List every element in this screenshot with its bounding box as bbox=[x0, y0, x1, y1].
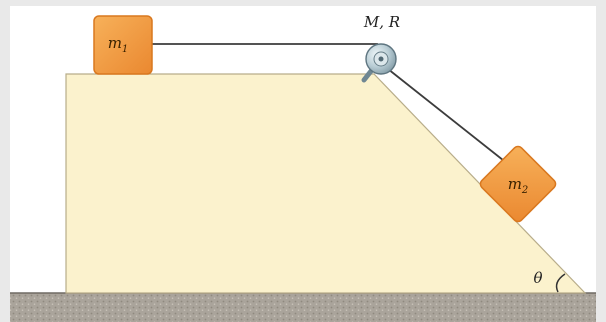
angle-arc bbox=[555, 273, 566, 293]
block-m1-label: m bbox=[108, 34, 122, 52]
block-m1: m1 bbox=[93, 15, 153, 75]
block-m2: m2 bbox=[479, 145, 557, 223]
svg-text:m2: m2 bbox=[508, 175, 529, 196]
pulley-label: M, R bbox=[363, 13, 400, 31]
block-m2-label: m bbox=[508, 175, 522, 193]
svg-text:m1: m1 bbox=[108, 34, 129, 55]
floor bbox=[10, 293, 596, 322]
incline-block bbox=[65, 73, 587, 294]
block-m2-subscript: 2 bbox=[521, 185, 528, 196]
angle-label: θ bbox=[533, 269, 542, 287]
rope-incline bbox=[387, 68, 514, 169]
block-m1-subscript: 1 bbox=[122, 44, 128, 55]
pulley-axle bbox=[378, 56, 384, 62]
